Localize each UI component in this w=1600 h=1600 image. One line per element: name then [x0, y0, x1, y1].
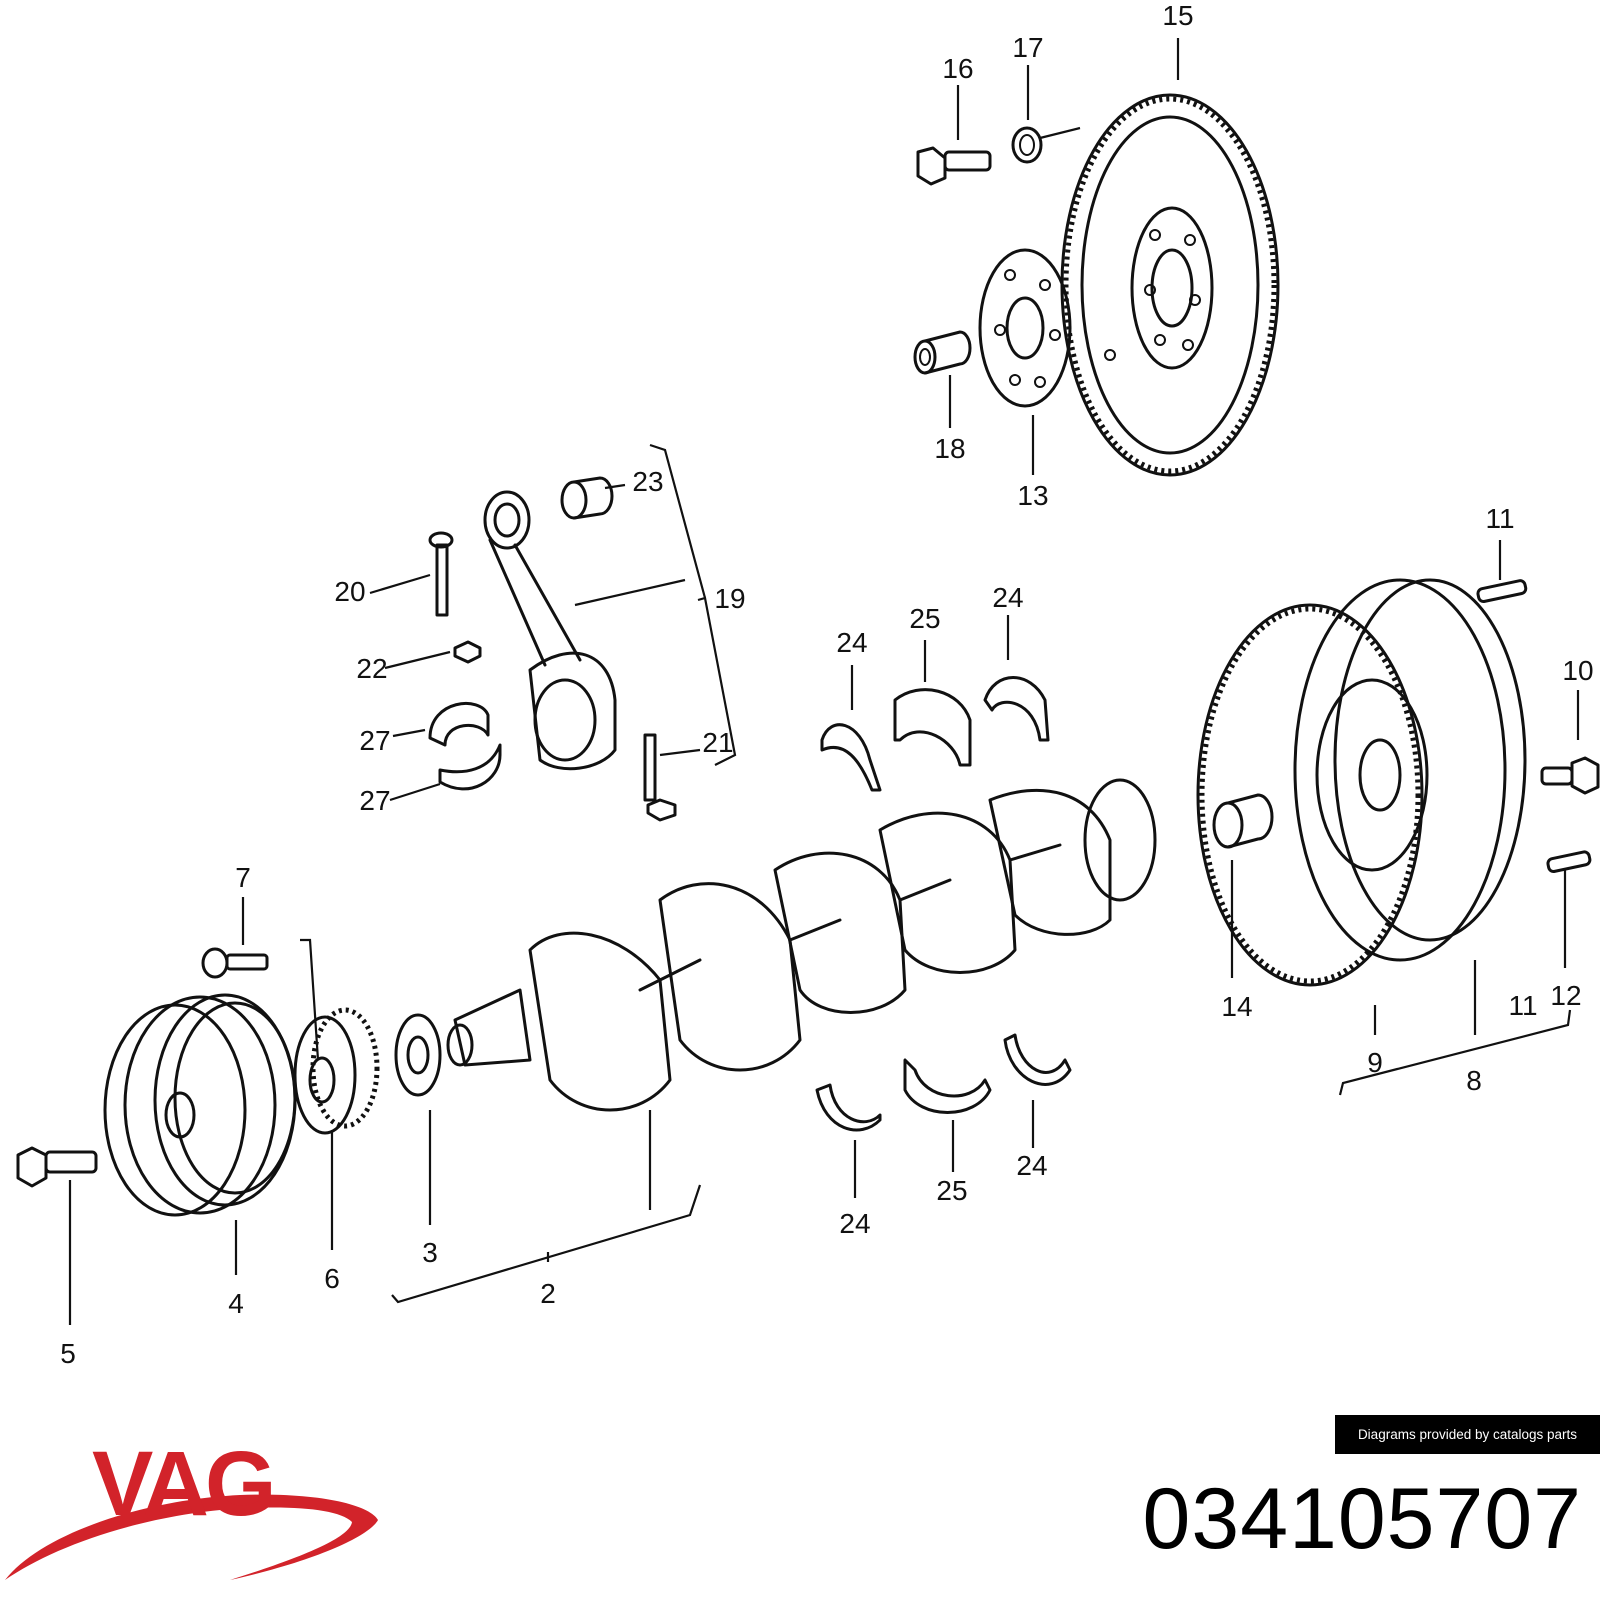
callout-14: 14 [1221, 991, 1252, 1022]
pulley-4-part [103, 993, 297, 1217]
vag-logo: VAG [5, 1440, 378, 1580]
callout-2: 2 [540, 1278, 556, 1309]
callout-9: 9 [1367, 1047, 1383, 1078]
part-number: 034105707 [1142, 1471, 1582, 1567]
callout-17: 17 [1012, 32, 1043, 63]
callout-3: 3 [422, 1237, 438, 1268]
thrust-half-24-b [983, 676, 1050, 742]
callout-25-a: 25 [909, 603, 940, 634]
leader-lines [68, 38, 1580, 1325]
bearing-shell-27-top [428, 701, 490, 747]
rod-bolt-21-part [643, 733, 677, 822]
callout-labels: 2 3 4 5 6 7 8 9 10 11 11 12 13 14 15 16 … [60, 0, 1593, 1369]
callout-18: 18 [934, 433, 965, 464]
callout-10: 10 [1562, 655, 1593, 686]
callout-24-a: 24 [836, 627, 867, 658]
callout-22: 22 [356, 653, 387, 684]
callout-24-b: 24 [992, 582, 1023, 613]
callout-4: 4 [228, 1288, 244, 1319]
dowel-pin-11-part [1476, 579, 1528, 604]
thrust-washer-3-part [394, 1013, 442, 1097]
callout-21: 21 [702, 727, 733, 758]
bearing-shell-25-a [893, 688, 972, 767]
logo-swoosh [5, 1494, 378, 1580]
nut-22-part [453, 640, 482, 664]
rod-bolt-20-part [428, 531, 454, 617]
callout-19: 19 [714, 583, 745, 614]
bushing-18-part [913, 330, 972, 375]
bearing-shell-25-b [903, 1058, 992, 1114]
washer-plate-part [978, 248, 1072, 408]
bushing-23-part [560, 476, 614, 520]
callout-27-b: 27 [359, 785, 390, 816]
sprocket-6-part [293, 1007, 380, 1135]
callout-13: 13 [1017, 480, 1048, 511]
callout-12: 12 [1550, 980, 1581, 1011]
thrust-half-24-d [1003, 1033, 1072, 1086]
logo-text: VAG [92, 1440, 273, 1535]
callout-5: 5 [60, 1338, 76, 1369]
callout-23: 23 [632, 466, 663, 497]
callout-6: 6 [324, 1263, 340, 1294]
callout-7: 7 [235, 862, 251, 893]
callout-11-top: 11 [1485, 503, 1514, 534]
needle-bearing-14-part [1212, 793, 1274, 849]
flywheel-part [1060, 93, 1280, 477]
callout-24-c: 24 [839, 1208, 870, 1239]
callout-24-d: 24 [1016, 1150, 1047, 1181]
callout-16: 16 [942, 53, 973, 84]
thrust-half-24-c [815, 1083, 882, 1132]
flywheel-assembly-part [1196, 578, 1527, 987]
bolt-7-part [201, 947, 269, 979]
bolt-5-part [16, 1146, 98, 1188]
dowel-pin-12-part [1546, 850, 1592, 874]
crankshaft-part [446, 778, 1157, 1112]
callout-8: 8 [1466, 1065, 1482, 1096]
callout-15: 15 [1162, 0, 1193, 31]
callout-25-b: 25 [936, 1175, 967, 1206]
connecting-rod-part [483, 490, 617, 771]
thrust-half-24-a [820, 723, 882, 792]
callout-27-a: 27 [359, 725, 390, 756]
bearing-shell-27-bottom [438, 743, 502, 791]
bolt-10-part [1540, 756, 1600, 795]
credit-banner: Diagrams provided by catalogs parts [1335, 1415, 1600, 1454]
bolt-16-part [916, 146, 992, 186]
ring-17-part [1011, 126, 1043, 164]
callout-11-bottom: 11 [1508, 990, 1537, 1021]
callout-20: 20 [334, 576, 365, 607]
